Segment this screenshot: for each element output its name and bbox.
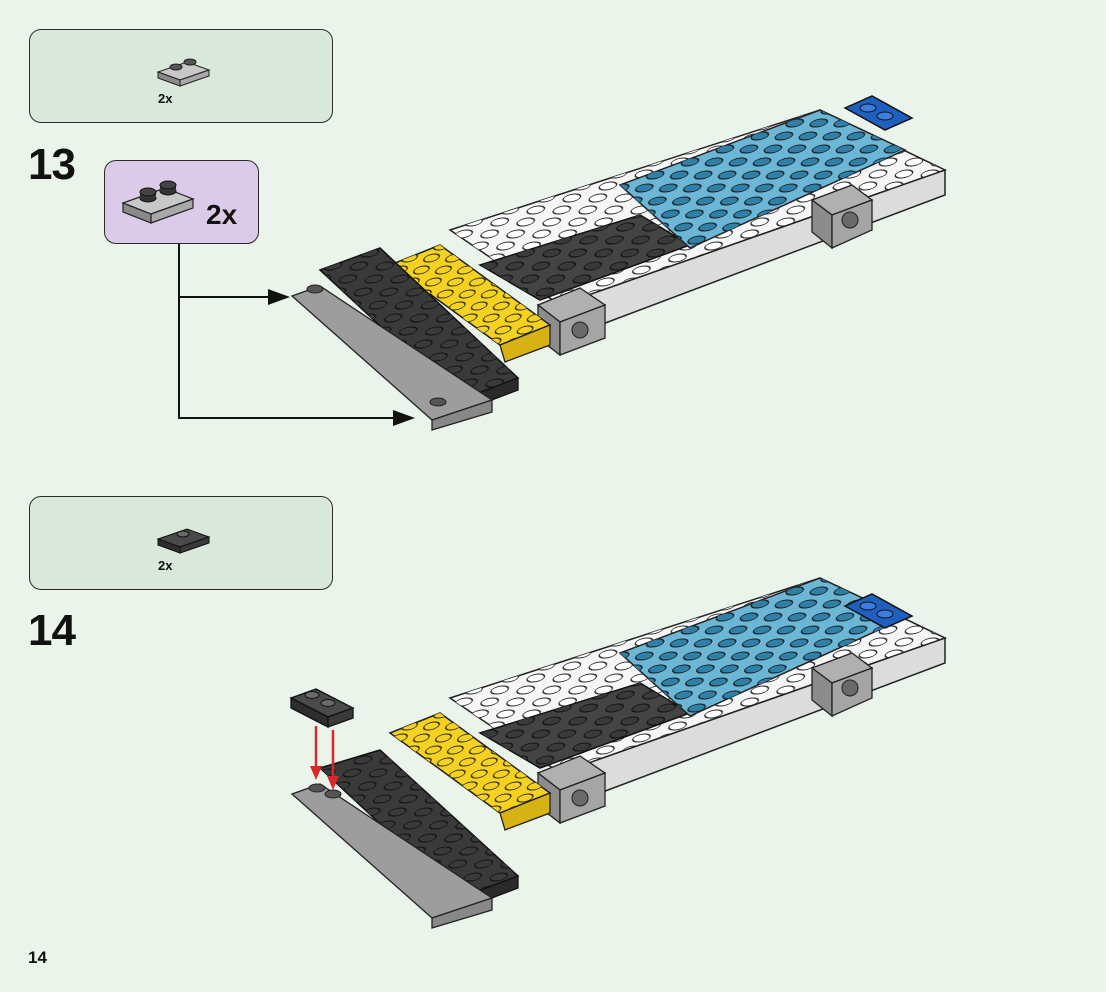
parts-quantity: 2x [158, 91, 173, 106]
step-number-13: 13 [28, 140, 76, 189]
parts-callout-step-14: 2x [29, 496, 333, 590]
jumper-plate-dark-gray-icon [156, 528, 211, 554]
parts-callout-step-13: 2x [29, 29, 333, 123]
parts-quantity: 2x [158, 558, 173, 573]
step-13-model-illustration [178, 95, 947, 431]
plate-1x2-light-gray-icon [156, 58, 211, 87]
step-number-14: 14 [28, 606, 76, 655]
subassembly-callout: 2x [104, 160, 259, 244]
subassembly-quantity: 2x [206, 199, 238, 230]
page-number: 14 [28, 948, 47, 967]
plate-1x2-subassembly-icon [121, 180, 195, 224]
